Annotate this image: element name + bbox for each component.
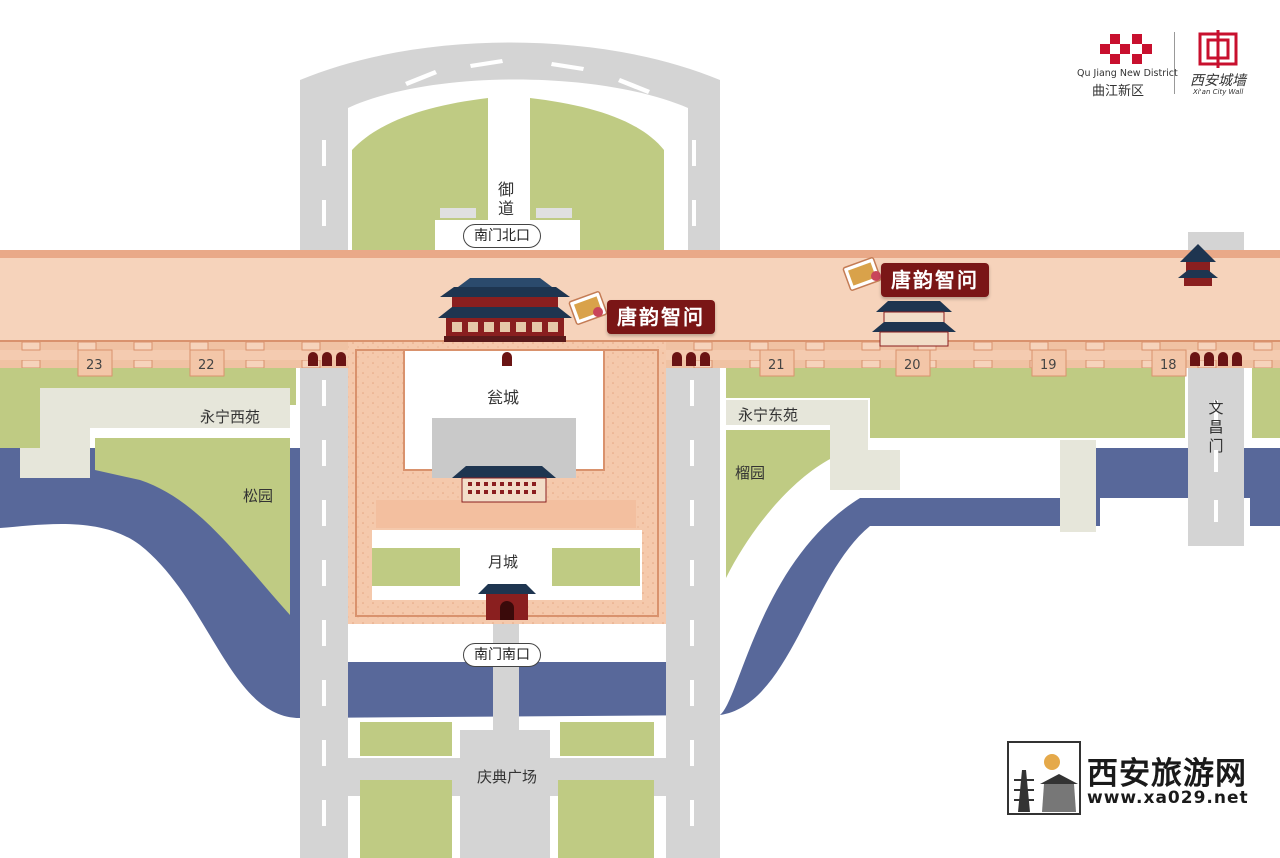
wengcheng-label: 瓮城 [487, 388, 520, 407]
south-west-lawn-b [360, 780, 452, 858]
wenchang-road-top [1188, 232, 1244, 252]
wall-number-20: 20 [904, 358, 921, 373]
center-link-road [493, 620, 519, 735]
north-arch-road [300, 42, 720, 250]
wenchangmen-label: 文昌门 [1208, 399, 1224, 455]
moat [0, 448, 1280, 718]
watermark-site-name: 西安旅游网 [1087, 756, 1247, 792]
yudao-label: 御道 [497, 180, 514, 218]
wall-number-19: 19 [1040, 358, 1057, 373]
tangyun-quiz-tag-2[interactable]: 唐韵智问 [881, 263, 989, 297]
wall-tower-20 [872, 301, 956, 347]
yuecheng-lawn-east [552, 548, 640, 586]
watermark-site-url: www.xa029.net [1087, 788, 1249, 808]
moat-bridge-east [1060, 440, 1096, 532]
north-east-stairs [536, 208, 572, 218]
watermark-emblem [1007, 741, 1081, 815]
wall-number-23: 23 [86, 358, 103, 373]
liuyuan-label: 榴园 [735, 464, 766, 482]
wall-number-21: 21 [768, 358, 785, 373]
east-lawn-top [726, 368, 1185, 438]
wall-number-22: 22 [198, 358, 215, 373]
quiz-card-icon-2 [842, 257, 882, 291]
south-plaza-cross-b [550, 758, 654, 778]
qujiang-logo-cn: 曲江新区 [1092, 84, 1145, 99]
yongning-east-label: 永宁东苑 [738, 406, 799, 424]
center-south-road [460, 730, 550, 858]
logo-divider [1174, 32, 1175, 94]
wenchang-tower [1178, 244, 1218, 286]
yuecheng-gate [478, 584, 536, 620]
yuecheng-label: 月城 [488, 553, 519, 571]
yuecheng-lawn-west [372, 548, 460, 586]
yongning-west-label: 永宁西苑 [200, 408, 261, 426]
wall-number-18: 18 [1160, 358, 1177, 373]
south-plaza-cross-a [360, 758, 460, 778]
liuyuan-lawn [726, 430, 832, 578]
north-west-stairs [440, 208, 476, 218]
qingdian-plaza-label: 庆典广场 [477, 768, 538, 786]
west-garden-path [20, 388, 290, 478]
quiz-card-icon-1 [568, 291, 608, 325]
songyuan-lawn [95, 438, 290, 615]
wenchang-lawn [1252, 368, 1280, 438]
qujiang-logo-en: Qu Jiang New District [1077, 68, 1178, 79]
east-garden-path [726, 400, 900, 490]
xian-wall-logo-cn: 西安城墙 [1190, 73, 1246, 89]
road-dashes [322, 59, 1218, 826]
xian-wall-logo-mark [1198, 30, 1238, 68]
south-east-lawn-b [558, 780, 654, 858]
xian-wall-logo-en: Xi'an City Wall [1193, 88, 1244, 96]
south-gate-tower [438, 278, 572, 342]
nanmen-south-exit-label: 南门南口 [463, 643, 541, 667]
wengcheng-tower [452, 466, 556, 503]
nanmen-north-exit-label: 南门北口 [463, 224, 541, 248]
wall-gate-arches [308, 352, 1242, 366]
songyuan-label: 松园 [243, 487, 274, 505]
qujiang-logo-mark [1100, 34, 1152, 64]
south-east-lawn-a [560, 722, 654, 756]
tangyun-quiz-tag-1[interactable]: 唐韵智问 [607, 300, 715, 334]
south-west-lawn-a [360, 722, 452, 756]
